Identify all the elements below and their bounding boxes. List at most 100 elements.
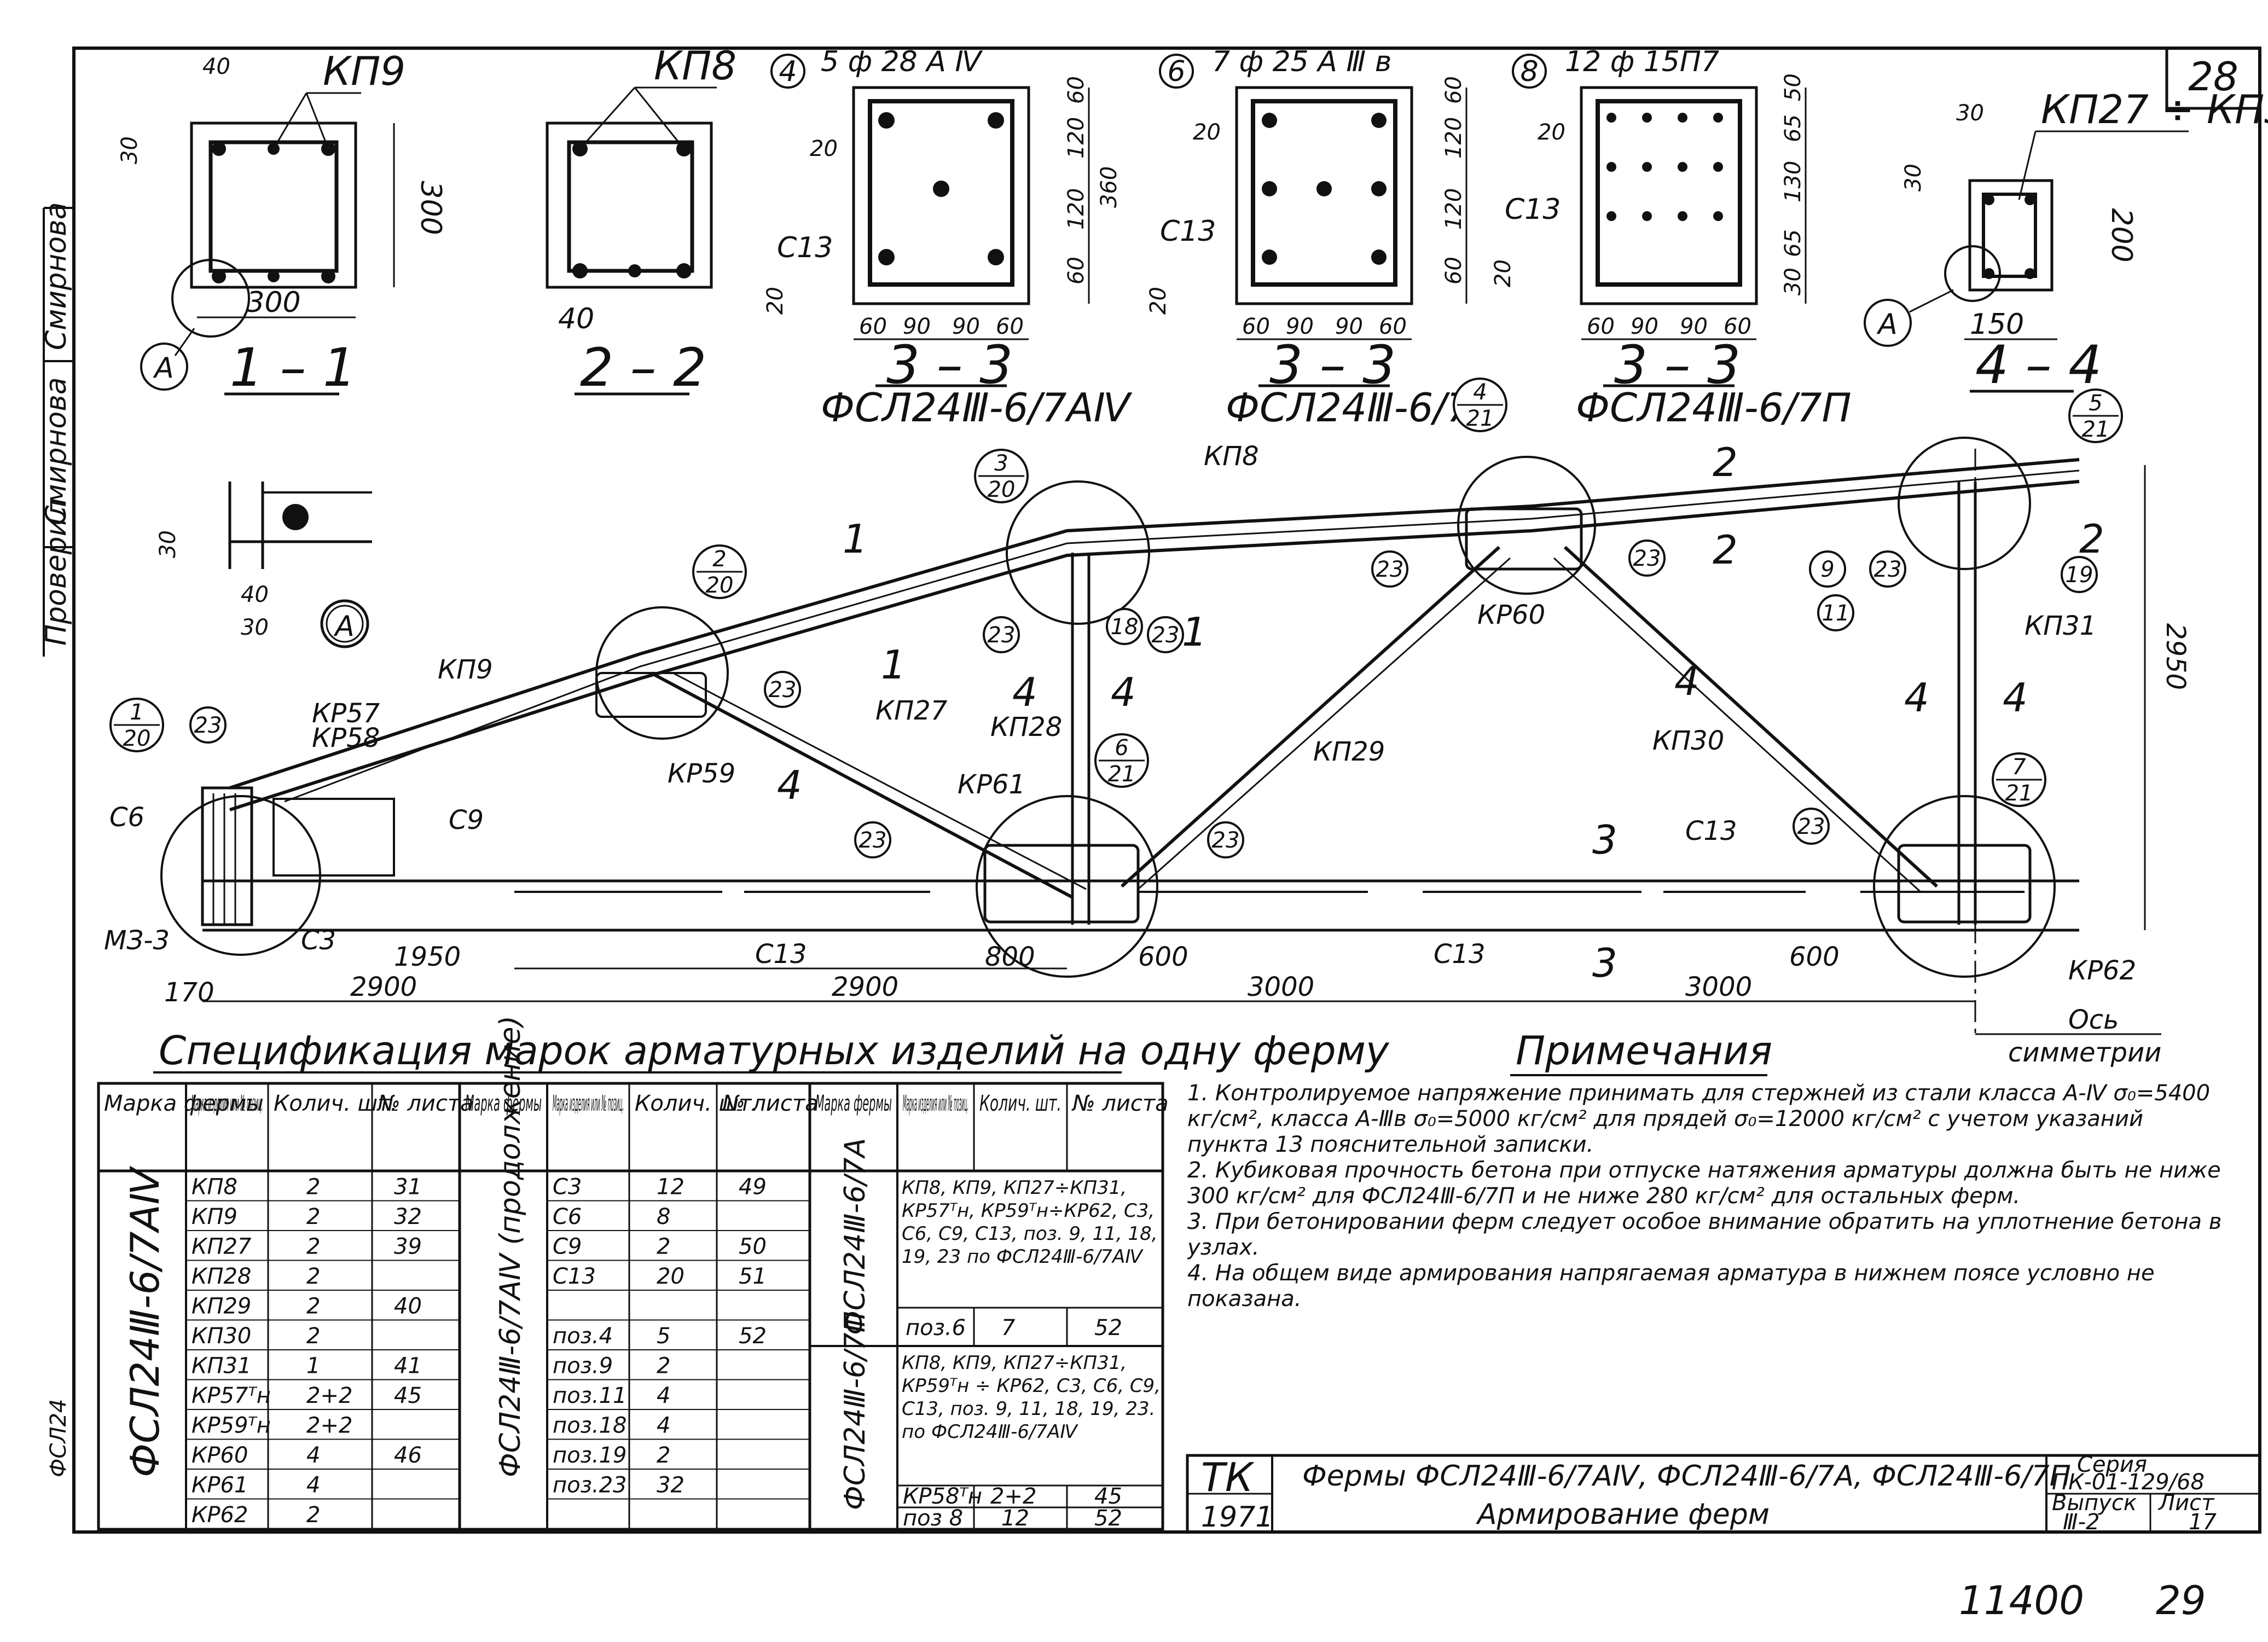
tb-title-1: Фермы ФСЛ24Ⅲ-6/7АⅣ, ФСЛ24Ⅲ-6/7А, ФСЛ24Ⅲ-… (1302, 1460, 2071, 1493)
spec-title: Спецификация марок арматурных изделий на… (159, 1028, 1390, 1074)
tb-sheet: 17 (2189, 1510, 2217, 1535)
s44-callout: А (1876, 308, 1898, 341)
s33c-clamp: С13 (1505, 193, 1561, 226)
spec-c2-item-8: поз.18 (553, 1413, 627, 1438)
s33c-dim-b1: 90 (1631, 314, 1658, 339)
spec-c1-item-3: КП28 (192, 1264, 251, 1289)
truss-mark-5: КП30 (1652, 726, 1724, 756)
position-num-4: 23 (1376, 557, 1404, 582)
s44-dim-side: 30 (1901, 164, 1926, 192)
spec-c1-item-9: КР60 (192, 1443, 248, 1468)
spec-c1-sheet-2: 39 (394, 1234, 422, 1260)
strand-1-1 (1642, 162, 1652, 172)
callout-sheet-2: 20 (988, 477, 1016, 502)
strand-0-1 (1642, 113, 1652, 123)
position-circle-1 (764, 671, 801, 708)
truss-mark-0: КП8 (1204, 441, 1259, 472)
callout-num-2: 3 (994, 451, 1008, 476)
s33c-dim-left: 20 (1538, 120, 1565, 145)
truss-mark-18: С13 (1685, 816, 1737, 846)
section-3-3-p: 8 12 ф 15П7 С13 20 20 60 90 90 60 50 65 … (1490, 45, 1852, 431)
position-num-5: 23 (1633, 546, 1661, 571)
tb-issue-label: Выпуск (2052, 1490, 2137, 1516)
bottom-number-1: 11400 (1959, 1577, 2084, 1623)
spec-c1-sheet-0: 31 (394, 1175, 422, 1200)
tb-org: ТК (1201, 1454, 1255, 1500)
position-num-6: 23 (859, 828, 887, 853)
spec-c2-sheet-0: 49 (739, 1175, 767, 1200)
strand-0-3 (1713, 113, 1723, 123)
section-2-2: КП8 40 2 – 2 (546, 43, 736, 398)
position-num-8: 23 (1797, 814, 1825, 839)
spec-c2-item-2: С9 (553, 1234, 582, 1260)
s33c-dim-r1: 65 (1780, 114, 1806, 142)
position-num-0: 23 (194, 713, 222, 738)
truss-elevation (160, 437, 2161, 1040)
spec-c2-qty-1: 8 (657, 1204, 670, 1229)
s33c-bars: 12 ф 15П7 (1565, 45, 1719, 78)
strand-2-3 (1713, 211, 1723, 221)
spec-c3r1-sheet: 52 (1094, 1315, 1122, 1341)
detailA-dim-1: 30 (155, 530, 181, 558)
section-mark-10: 4 (1904, 675, 1929, 721)
s11-dim-width: 300 (246, 286, 300, 319)
position-circle-3 (1147, 616, 1184, 653)
truss-dim-3: 2900 (832, 972, 898, 1002)
s33c-dim-b3: 60 (1724, 314, 1751, 339)
s11-title: 1 – 1 (230, 337, 356, 398)
position-circle-10 (1106, 608, 1143, 645)
strand-1-3 (1713, 162, 1723, 172)
spec-farm-1: ФСЛ24Ⅲ-6/7АⅣ (122, 1165, 168, 1477)
position-circle-13 (2061, 556, 2098, 593)
callout-sheet-6: 21 (2005, 781, 2033, 806)
spec-c3r3-qty: 12 (1001, 1506, 1029, 1531)
truss-mark-1: КП9 (438, 654, 493, 685)
spec-h-sheet-3: № листа (1071, 1091, 1169, 1116)
tb-sheet-label: Лист (2157, 1490, 2215, 1516)
s33b-dim-r3: 60 (1441, 257, 1466, 285)
position-num-9: 23 (1874, 557, 1902, 582)
spec-c1-item-11: КР62 (192, 1502, 248, 1528)
spec-h-qty-2: Колич. шт. (635, 1091, 758, 1116)
s33a-dim-left: 20 (810, 136, 838, 161)
spec-c3r3-item: поз 8 (903, 1506, 963, 1531)
callout-sheet-3: 21 (1466, 406, 1494, 431)
spec-c1-sheet-4: 40 (394, 1294, 422, 1319)
spec-c2-item-9: поз.19 (553, 1443, 627, 1468)
strip-name-2: Смирнова (40, 377, 73, 525)
position-num-2: 23 (988, 623, 1016, 648)
section-3-3-a: 6 7 ф 25 А Ⅲ в С13 20 20 60 90 90 60 60 … (1146, 45, 1499, 431)
position-num-13: 19 (2066, 562, 2093, 588)
s33b-dim-r0: 60 (1441, 76, 1466, 104)
position-circle-7 (1207, 821, 1244, 858)
truss-mark-14: С9 (449, 805, 484, 835)
callout-num-6: 7 (2012, 755, 2026, 780)
spec-h-qty-1: Колич. шт. (274, 1091, 397, 1116)
truss-dim-0: 170 (164, 977, 214, 1008)
truss-dim-2: 2900 (350, 972, 417, 1002)
spec-c2-qty-7: 4 (657, 1383, 670, 1408)
truss-dim-7: 3000 (1685, 972, 1752, 1002)
s33c-subtitle: ФСЛ24Ⅲ-6/7П (1576, 385, 1852, 431)
s44-dim-height: 200 (2105, 208, 2138, 262)
truss-mark-13: С6 (109, 802, 144, 833)
spec-c2-qty-9: 2 (657, 1443, 670, 1468)
position-circle-2 (983, 616, 1020, 653)
position-num-10: 18 (1111, 614, 1139, 640)
s33c-dim-r2: 130 (1780, 161, 1806, 202)
section-mark-3: 2 (1713, 439, 1738, 485)
s44-dim-top: 30 (1956, 101, 1984, 126)
s33a-callout: 4 (779, 55, 797, 88)
spec-c2-qty-5: 5 (657, 1324, 670, 1349)
s33a-bars: 5 ф 28 А Ⅳ (821, 45, 983, 78)
callout-sheet-1: 20 (706, 573, 734, 598)
s33b-dim-left: 20 (1193, 120, 1221, 145)
axis-label-2: симметрии (2008, 1037, 2161, 1068)
s33c-dim-r3: 65 (1780, 229, 1806, 257)
s33a-clamp: С13 (777, 231, 833, 264)
strand-0-2 (1678, 113, 1687, 123)
truss-mark-4: КП29 (1313, 736, 1385, 767)
spec-c1-sheet-9: 46 (394, 1443, 422, 1468)
spec-h-farm-2: Марка фермы (465, 1091, 542, 1116)
